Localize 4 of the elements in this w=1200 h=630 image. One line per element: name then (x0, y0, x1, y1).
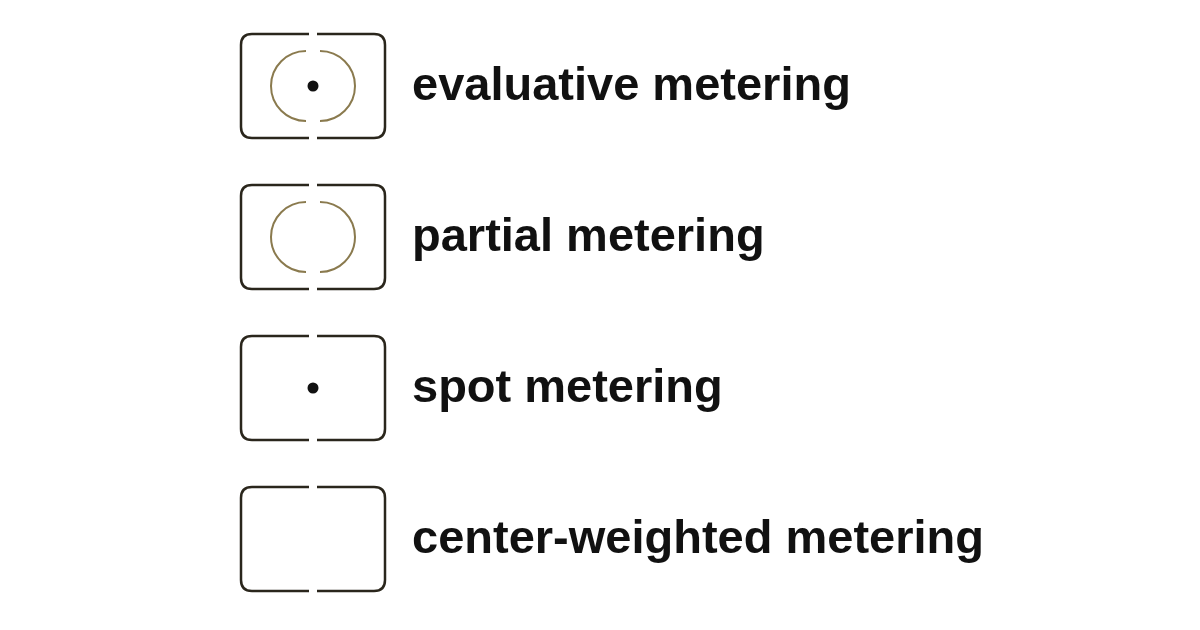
metering-mode-label: center-weighted metering (412, 509, 984, 565)
metering-mode-label: partial metering (412, 207, 765, 263)
metering-mode-label: spot metering (412, 358, 723, 414)
metering-mode-label: evaluative metering (412, 56, 851, 112)
